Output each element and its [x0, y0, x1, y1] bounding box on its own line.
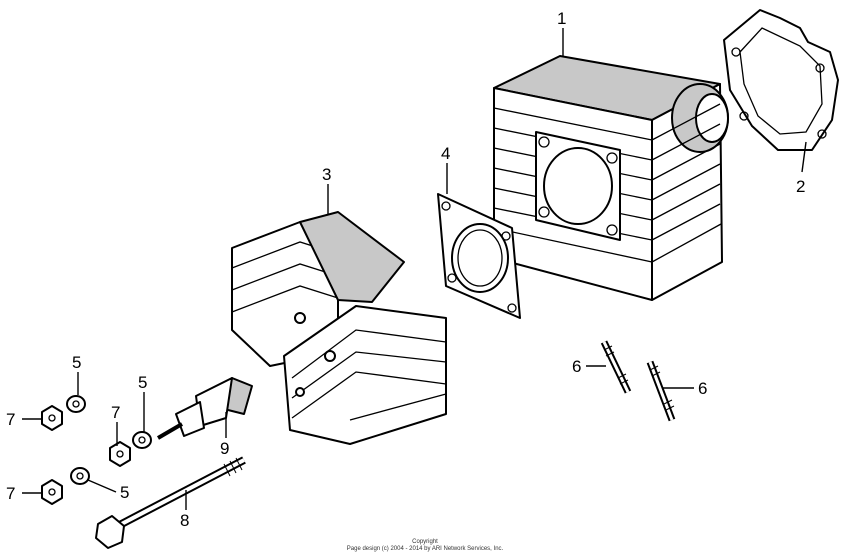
- callout-4[interactable]: 4: [441, 144, 450, 163]
- callout-7-top[interactable]: 7: [6, 410, 15, 429]
- callout-6-right[interactable]: 6: [698, 379, 707, 398]
- spark-plug[interactable]: [156, 377, 253, 440]
- callout-6-left[interactable]: 6: [572, 357, 581, 376]
- cylinder-block[interactable]: [493, 55, 729, 301]
- cylinder-head[interactable]: [231, 211, 447, 445]
- head-gasket[interactable]: [437, 193, 521, 319]
- callout-8[interactable]: 8: [180, 511, 189, 530]
- callout-5-top[interactable]: 5: [72, 353, 81, 372]
- long-bolt[interactable]: [95, 456, 246, 549]
- nut-bottom[interactable]: [41, 479, 63, 505]
- callout-5-bottom[interactable]: 5: [120, 483, 129, 502]
- callout-7-middle[interactable]: 7: [111, 403, 120, 422]
- copyright-label: Copyright: [412, 539, 438, 545]
- leader-lines: [22, 28, 807, 510]
- washer-bottom[interactable]: [70, 467, 90, 485]
- callout-3[interactable]: 3: [322, 165, 331, 184]
- callout-1[interactable]: 1: [557, 9, 566, 28]
- base-gasket[interactable]: [723, 9, 839, 151]
- callout-7-bottom[interactable]: 7: [6, 484, 15, 503]
- nut-middle[interactable]: [109, 441, 131, 467]
- callout-2[interactable]: 2: [796, 177, 805, 196]
- washer-top[interactable]: [66, 395, 86, 413]
- stud-lower[interactable]: [646, 360, 676, 422]
- nut-top[interactable]: [41, 405, 63, 431]
- stud-upper[interactable]: [600, 340, 632, 394]
- copyright-notice: Page design (c) 2004 - 2014 by ARI Netwo…: [346, 546, 504, 552]
- callout-9[interactable]: 9: [220, 439, 229, 458]
- washer-middle[interactable]: [132, 431, 152, 449]
- callout-5-middle[interactable]: 5: [138, 373, 147, 392]
